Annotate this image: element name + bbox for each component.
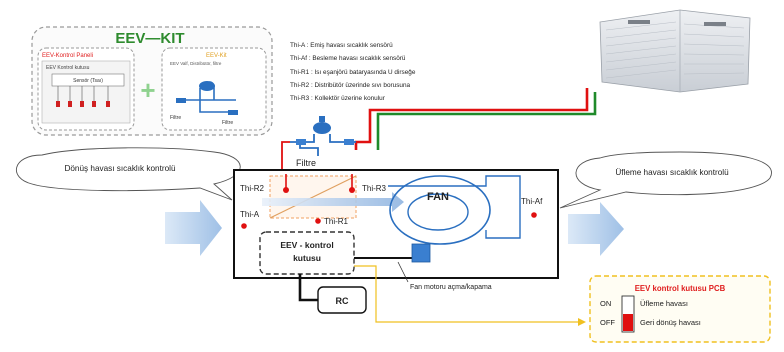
thi-r1-label: Thi-R1 (324, 217, 349, 226)
sensor-label: Sensör (Tsaı) (73, 78, 103, 84)
sensor-leads (57, 86, 109, 102)
eev-kit-parts-title: EEV-Kit (206, 53, 227, 59)
indoor-unit: Thi-R2 Thi-R3 Thi-A Thi-R1 FAN Thi-Af EE… (233, 169, 559, 279)
pcb-off-label: OFF (600, 318, 615, 327)
eev-box-line1: EEV - kontrol (280, 240, 333, 250)
pcb-switch-box: EEV kontrol kutusu PCB ON OFF Üfleme hav… (589, 275, 771, 343)
fan: FAN (388, 175, 521, 245)
filter-label: Filtre (296, 158, 316, 168)
supply-air-text: Üfleme havası sıcaklık kontrolü (615, 167, 729, 177)
eev-kit-box: EEV—KIT EEV-Kontrol Paneli EEV Kontrol k… (31, 26, 273, 136)
eev-control-box: EEV - kontrol kutusu (259, 231, 355, 275)
sensor-legend: Thi-A : Emiş havası sıcaklık sensörü Thi… (290, 42, 416, 102)
refrigerant-pipes (354, 88, 597, 150)
control-panel: EEV-Kontrol Paneli EEV Kontrol kutusu Se… (37, 47, 135, 131)
thi-af-label: Thi-Af (521, 197, 543, 206)
pipe-red (354, 88, 589, 150)
plus-sign: + (140, 75, 155, 105)
kit-title: EEV—KIT (115, 30, 184, 47)
control-box-label: EEV Kontrol kutusu (46, 65, 90, 71)
remote-controller (317, 286, 367, 314)
pcb-on-text: Üfleme havası (640, 299, 688, 308)
eev-kit-parts: EEV-Kit EEV Valf, Distribütör, filtre Fi… (161, 47, 267, 131)
pipe-green (376, 92, 597, 150)
return-air-text: Dönüş havası sıcaklık kontrolü (64, 164, 175, 173)
eev-kit-parts-sub: EEV Valf, Distribütör, filtre (170, 61, 222, 66)
callout-supply-air: Üfleme havası sıcaklık kontrolü (559, 151, 772, 209)
kit-filter-b: Filtre (222, 120, 233, 126)
pcb-off-text: Geri dönüş havası (640, 318, 701, 327)
return-air-arrow (165, 200, 222, 256)
legend-thi-r3: Thi-R3 : Kollektör üzerine konulur (290, 95, 386, 102)
thi-af-sensor (531, 212, 537, 218)
thi-r2-label: Thi-R2 (240, 184, 265, 193)
thi-a-label: Thi-A (240, 210, 260, 219)
dip-switch-slider (623, 314, 633, 331)
rc-label: RC (336, 296, 349, 306)
pcb-title: EEV kontrol kutusu PCB (635, 284, 726, 293)
supply-air-arrow (568, 202, 624, 256)
sensor-tips (56, 101, 110, 107)
thi-r3-label: Thi-R3 (362, 184, 387, 193)
outdoor-unit (599, 9, 751, 93)
thi-a-sensor (241, 223, 247, 229)
legend-thi-a: Thi-A : Emiş havası sıcaklık sensörü (290, 42, 393, 49)
fan-label: FAN (427, 191, 449, 203)
legend-thi-af: Thi-Af : Besleme havası sıcaklık sensörü (290, 55, 406, 62)
legend-thi-r1: Thi-R1 : Isı eşanjörü bataryasında U dir… (290, 69, 416, 76)
callout-return-air: Dönüş havası sıcaklık kontrolü (15, 147, 241, 201)
kit-filter-a: Filtre (170, 115, 181, 121)
legend-thi-r2: Thi-R2 : Distribütör üzerinde sıvı borus… (290, 82, 410, 89)
control-panel-title: EEV-Kontrol Paneli (42, 53, 93, 59)
thi-r1-sensor (315, 218, 321, 224)
fan-motor-label: Fan motoru açma/kapama (410, 284, 492, 291)
fan-motor (411, 243, 431, 263)
pcb-on-label: ON (600, 299, 611, 308)
eev-box-line2: kutusu (293, 253, 321, 263)
eev-valve-assembly: Filtre (281, 116, 356, 172)
